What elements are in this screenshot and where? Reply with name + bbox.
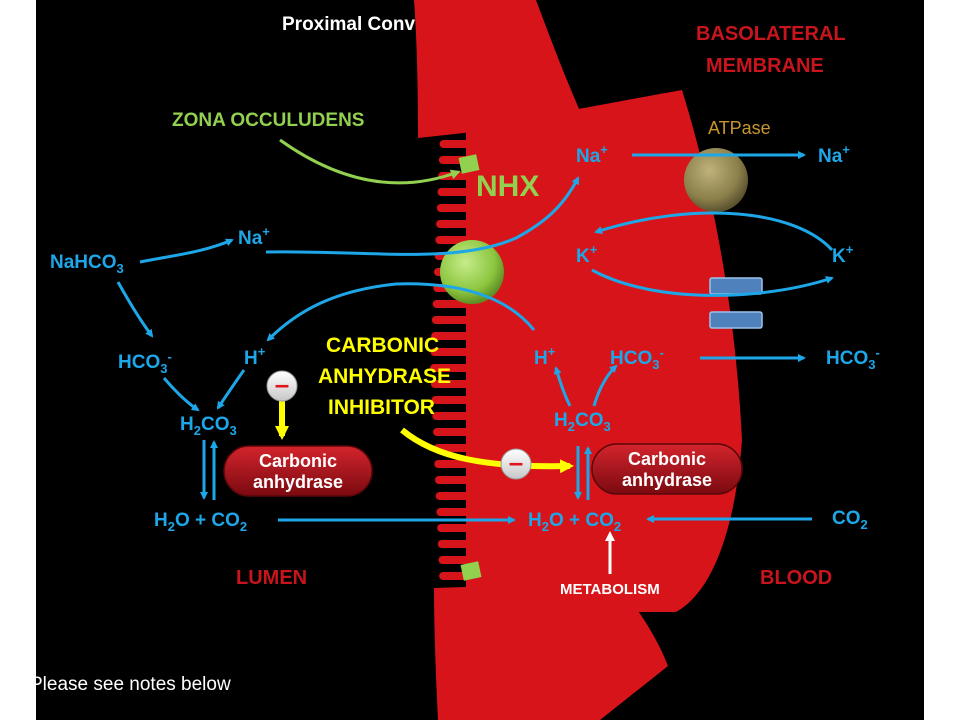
- transport-arrows: [116, 151, 834, 524]
- na-blood: Na+: [818, 142, 850, 167]
- atpase-label: ATPase: [708, 118, 771, 138]
- arrow-h2co3-to-h: [553, 366, 572, 407]
- k-channel-upper: [709, 277, 763, 295]
- lower-cell-segment: [434, 582, 668, 720]
- carbonic-anhydrase-cell: Carbonic anhydrase: [591, 443, 743, 495]
- microvillus: [436, 204, 472, 212]
- microvillus: [436, 220, 472, 228]
- inhibitor-label-line2: ANHYDRASE: [318, 365, 451, 388]
- microvillus: [439, 588, 472, 596]
- slide-canvas: Proximal Convoluted Tubule BASOLATERAL M…: [36, 0, 924, 720]
- arrow-h-secreted: [266, 282, 536, 342]
- inhibition-minus-lumen: –: [266, 369, 298, 402]
- microvillus: [431, 396, 472, 404]
- microvillus: [439, 140, 472, 148]
- enzyme-lumen-line1: Carbonic: [259, 451, 337, 471]
- microvillus: [437, 540, 472, 548]
- hco3-cell: HCO3-: [610, 345, 664, 372]
- k-channel-lower: [709, 311, 763, 329]
- lumen-label: LUMEN: [236, 567, 307, 589]
- hco3-lumen: HCO3-: [118, 349, 172, 376]
- nahco3-lumen: NaHCO3: [50, 252, 124, 276]
- atpase-pump: [684, 148, 748, 212]
- water-co2-cell: H2O + CO2: [528, 510, 621, 534]
- microvillus: [430, 380, 472, 388]
- arrow-h-to-h2co3: [216, 369, 246, 410]
- microvillus: [433, 428, 472, 436]
- zona-occludens-label: ZONA OCCULUDENS: [172, 110, 364, 131]
- inhibitor-arrow-to-cell-enzyme: [400, 427, 574, 474]
- microvillus: [432, 412, 472, 420]
- tight-junction-bottom: [460, 561, 482, 581]
- microvillus: [438, 556, 472, 564]
- tubule-cell: [414, 0, 742, 720]
- microvillus: [430, 348, 472, 356]
- carbonic-anhydrase-lumen: Carbonic anhydrase: [223, 445, 373, 497]
- minus-sign-cell: –: [509, 447, 523, 477]
- arrow-k-out: [591, 268, 834, 297]
- na-cell: Na+: [576, 142, 608, 167]
- enzyme-lumen-line2: anhydrase: [253, 472, 343, 492]
- basolateral-label-line2: MEMBRANE: [706, 55, 824, 77]
- pct-diagram: Proximal Convoluted Tubule BASOLATERAL M…: [36, 0, 880, 720]
- enzyme-cell-line1: Carbonic: [628, 449, 706, 469]
- k-blood: K+: [832, 242, 854, 267]
- arrow-na-into-cell: [265, 176, 580, 256]
- upper-cell-segment: [414, 0, 584, 138]
- tight-junction-top: [458, 154, 480, 174]
- k-cell: K+: [576, 242, 598, 267]
- basolateral-label-line1: BASOLATERAL: [696, 23, 846, 45]
- microvillus: [434, 460, 472, 468]
- zona-occludens-arrow: [279, 138, 461, 185]
- arrow-h2co3-to-hco3: [592, 364, 618, 407]
- brush-border: [430, 140, 472, 596]
- enzyme-cell-line2: anhydrase: [622, 470, 712, 490]
- inhibitor-label-line3: INHIBITOR: [328, 396, 435, 419]
- h2co3-lumen: H2CO3: [180, 414, 237, 438]
- arrow-nahco3-to-na: [139, 238, 234, 264]
- microvillus: [431, 332, 472, 340]
- microvillus: [431, 316, 472, 324]
- arrow-nahco3-to-hco3: [116, 281, 154, 338]
- minus-sign-lumen: –: [275, 369, 289, 399]
- blood-label: BLOOD: [760, 567, 832, 589]
- arrow-hco3-to-h2co3: [162, 377, 200, 412]
- microvillus: [430, 364, 472, 372]
- na-lumen: Na+: [238, 224, 270, 249]
- h-lumen: H+: [244, 344, 266, 369]
- microvillus: [437, 188, 472, 196]
- microvillus: [435, 492, 472, 500]
- h-cell: H+: [534, 344, 556, 369]
- footer-note: Please see notes below: [36, 674, 231, 695]
- microvillus: [436, 508, 472, 516]
- metabolism-label: METABOLISM: [560, 581, 660, 598]
- microvillus: [437, 524, 472, 532]
- hco3-blood: HCO3-: [826, 345, 880, 372]
- nhx-label: NHX: [476, 170, 539, 203]
- water-co2-lumen: H2O + CO2: [154, 510, 247, 534]
- co2-blood: CO2: [832, 508, 868, 532]
- inhibition-minus-cell: –: [500, 447, 532, 480]
- arrow-k-into-cell: [594, 211, 834, 252]
- microvillus: [435, 476, 472, 484]
- inhibitor-label-line1: CARBONIC: [326, 334, 439, 357]
- h2co3-cell: H2CO3: [554, 410, 611, 434]
